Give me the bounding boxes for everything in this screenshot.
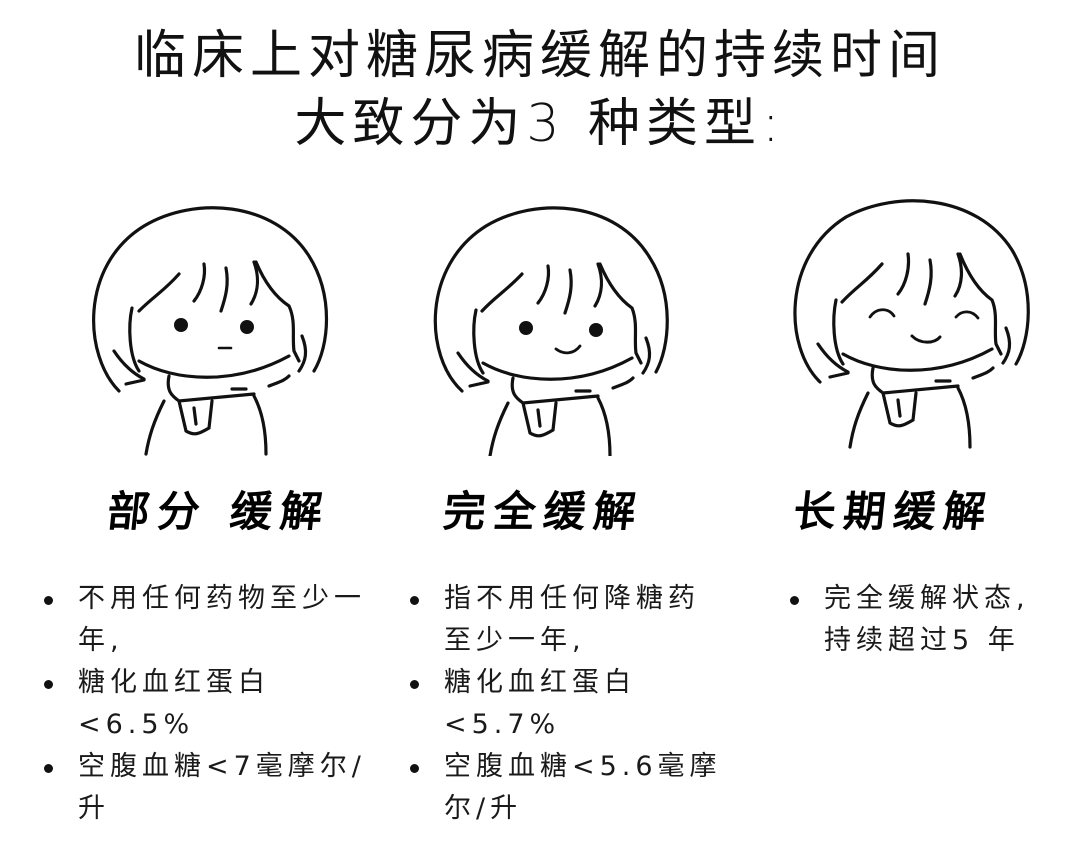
criteria-item: 糖化血红蛋白<5.7% — [408, 662, 728, 746]
criteria-item: 空腹血糖<5.6毫摩尔/升 — [408, 746, 728, 830]
title-line-2: 大致分为3 种类型: — [294, 94, 786, 154]
criteria-item: 完全缓解状态,持续超过5 年 — [788, 578, 1048, 662]
criteria-item: 糖化血红蛋白<6.5% — [42, 662, 372, 746]
page-title: 临床上对糖尿病缓解的持续时间 大致分为3 种类型: — [0, 22, 1080, 158]
type-heading-complete: 完全缓解 — [441, 487, 647, 536]
girl-smile-illustration — [424, 196, 674, 456]
criteria-item: 空腹血糖<7毫摩尔/升 — [42, 746, 372, 830]
criteria-item: 不用任何药物至少一年, — [42, 578, 372, 662]
criteria-item: 指不用任何降糖药至少一年, — [408, 578, 728, 662]
girl-neutral-illustration — [84, 196, 334, 456]
type-heading-partial: 部分 缓解 — [105, 487, 333, 536]
title-line-1: 临床上对糖尿病缓解的持续时间 — [133, 26, 946, 86]
complete-remission-criteria: 指不用任何降糖药至少一年, 糖化血红蛋白<5.7% 空腹血糖<5.6毫摩尔/升 — [408, 578, 728, 830]
partial-remission-criteria: 不用任何药物至少一年, 糖化血红蛋白<6.5% 空腹血糖<7毫摩尔/升 — [42, 578, 372, 830]
long-term-remission-criteria: 完全缓解状态,持续超过5 年 — [788, 578, 1048, 662]
girl-happy-illustration — [784, 192, 1034, 452]
type-heading-long-term: 长期缓解 — [791, 487, 997, 536]
